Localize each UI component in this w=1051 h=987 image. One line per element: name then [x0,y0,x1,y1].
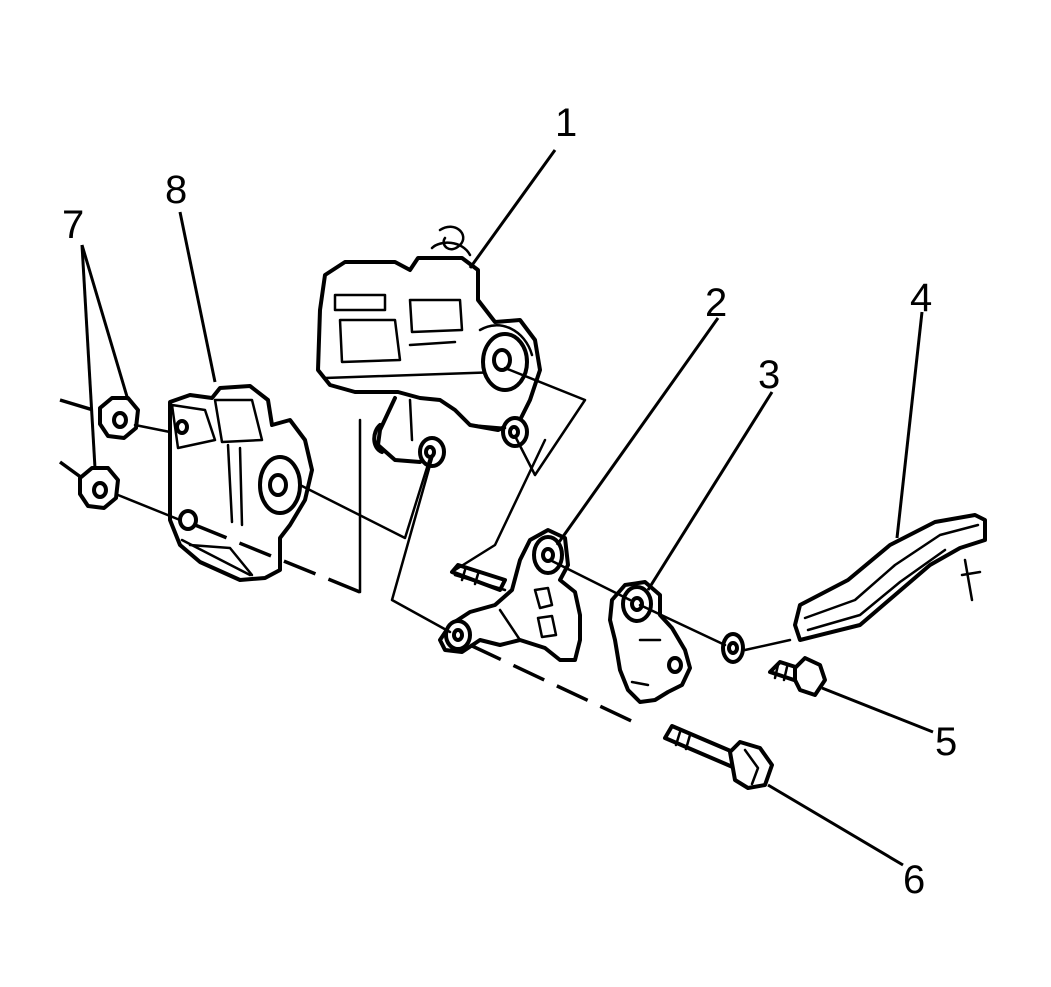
leader-2 [555,317,720,546]
callout-7: 7 [62,203,85,247]
leader-8 [178,211,217,383]
part-2-bracket [438,528,582,662]
part-3-plate [608,580,692,704]
leader-1 [468,149,557,269]
callout-1: 1 [555,101,578,145]
leader-6 [767,783,904,867]
leader-lines [80,149,934,867]
part-1-housing [316,225,542,468]
nut-lower [78,466,120,510]
part-7-nuts [78,396,140,510]
callout-3: 3 [758,353,781,397]
part-5-bolt [768,656,827,697]
callout-2: 2 [705,281,728,325]
part-6-bolt [663,724,774,790]
callout-5: 5 [935,720,958,764]
part-8-mount [168,384,314,582]
leader-5 [821,686,934,734]
part-4-arm [793,513,987,642]
callout-6: 6 [903,858,926,902]
leader-7a [80,244,130,401]
leader-3 [646,391,774,591]
nut-upper [98,396,140,440]
callout-4: 4 [910,276,933,320]
leader-7b [80,244,97,469]
alignment-lines [58,366,792,727]
washer [721,632,745,664]
callout-8: 8 [165,168,188,212]
leader-4 [895,311,924,539]
